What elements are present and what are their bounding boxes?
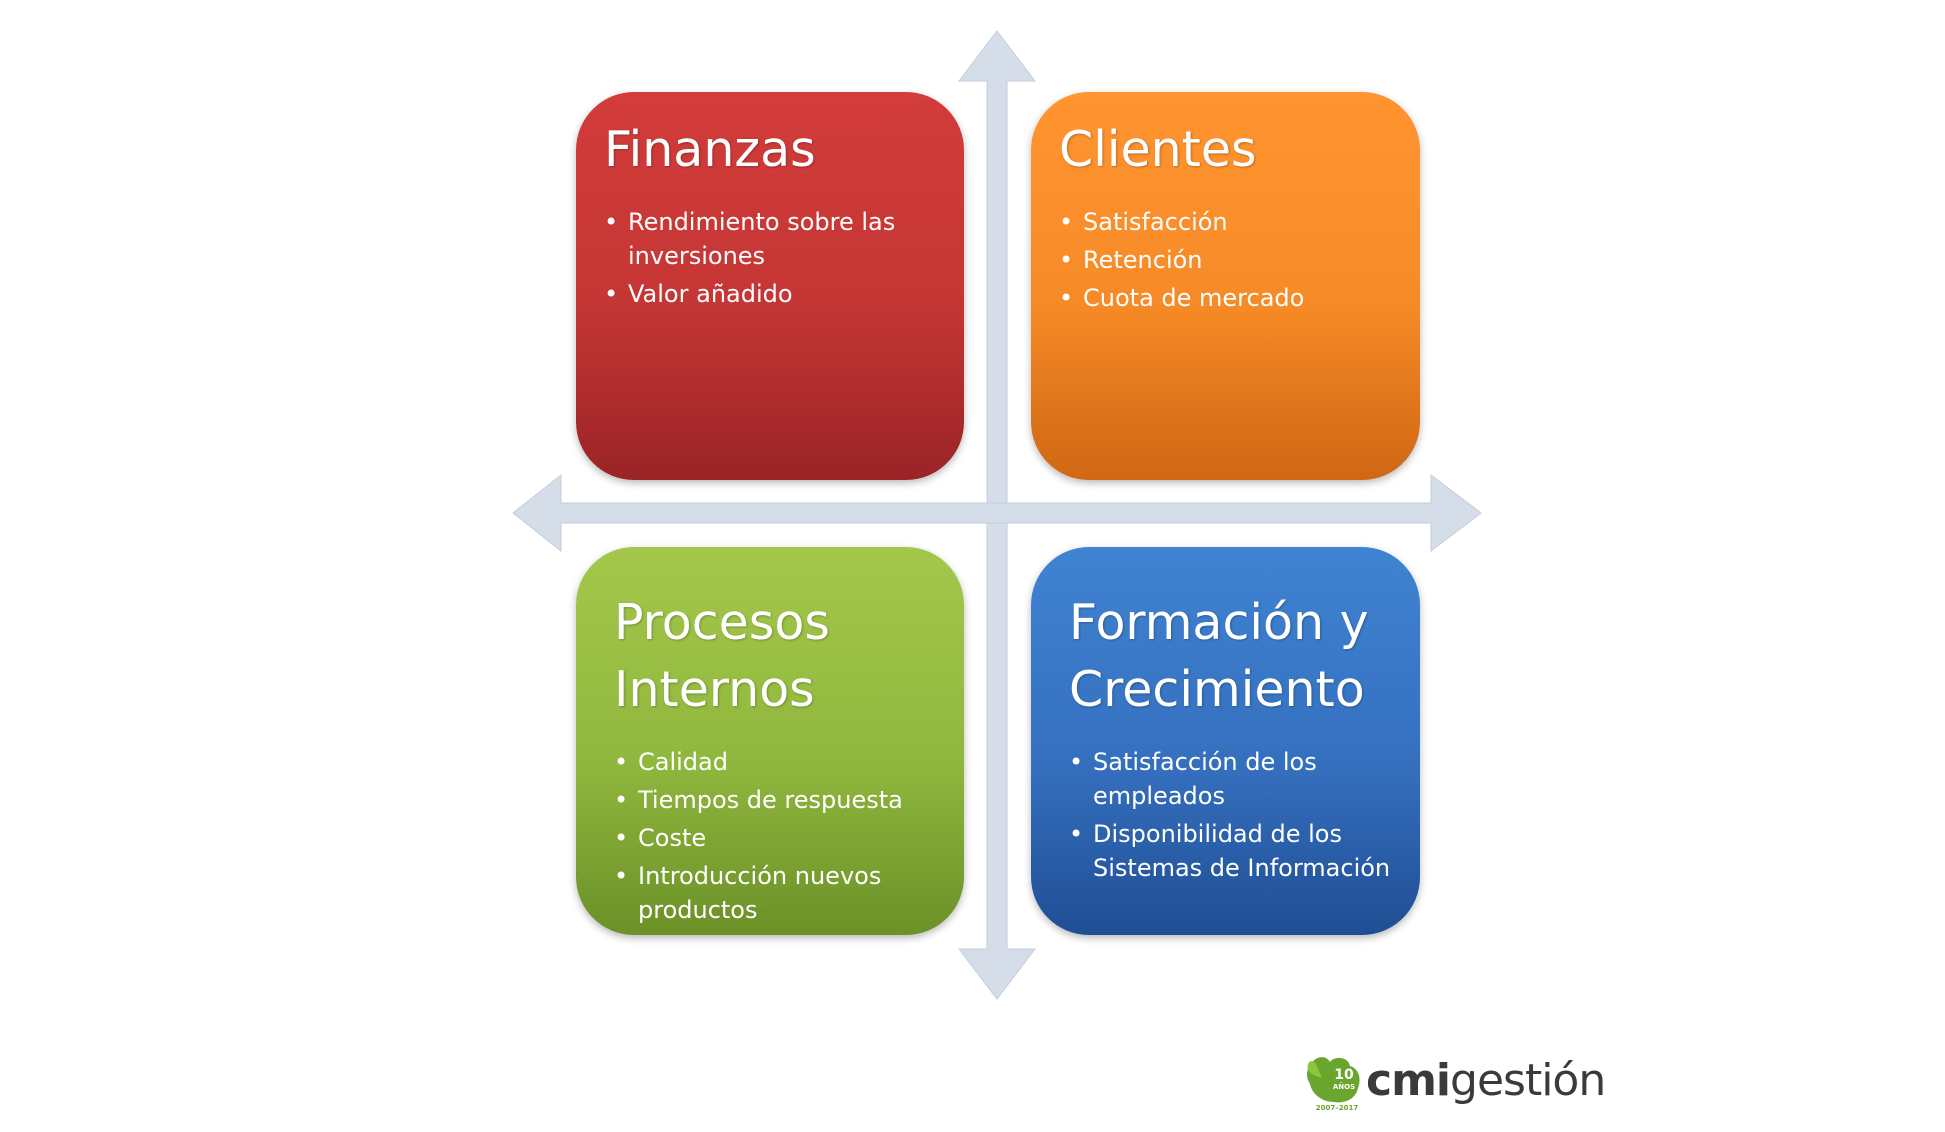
logo-wordmark: cmigestión <box>1366 1054 1606 1108</box>
list-item: Coste <box>614 821 948 855</box>
logo-brand-bold: cmi <box>1366 1055 1451 1106</box>
logo-hand-icon <box>1307 1057 1360 1103</box>
logo-anos: AÑOS <box>1332 1083 1356 1091</box>
quadrant-items: Satisfacción de los empleadosDisponibili… <box>1031 723 1420 885</box>
quadrant-title-line: Finanzas <box>604 121 816 178</box>
quadrant-title-line: Clientes <box>1059 121 1257 178</box>
quadrant-title-line: Formación y <box>1069 594 1369 651</box>
quadrant-items: CalidadTiempos de respuestaCosteIntroduc… <box>576 723 964 927</box>
quadrant-title-line: Procesos <box>614 594 830 651</box>
list-item: Satisfacción de los empleados <box>1069 745 1404 813</box>
logo-brand-light: gestión <box>1450 1055 1606 1106</box>
quadrant-formacion-crecimiento: Formación y Crecimiento Satisfacción de l… <box>1031 547 1420 935</box>
list-item: Cuota de mercado <box>1059 281 1404 315</box>
quadrant-title: Clientes <box>1031 92 1420 183</box>
logo-years: 10 <box>1334 1067 1354 1083</box>
list-item: Retención <box>1059 243 1404 277</box>
list-item: Disponibilidad de los Sistemas de Inform… <box>1069 817 1404 885</box>
quadrant-title: Formación y Crecimiento <box>1031 547 1420 723</box>
quadrant-clientes: Clientes SatisfacciónRetenciónCuota de m… <box>1031 92 1420 480</box>
quadrant-title-line: Crecimiento <box>1069 661 1365 718</box>
quadrant-items: Rendimiento sobre las inversionesValor a… <box>576 183 964 311</box>
list-item: Satisfacción <box>1059 205 1404 239</box>
list-item: Tiempos de respuesta <box>614 783 948 817</box>
list-item: Rendimiento sobre las inversiones <box>604 205 948 273</box>
quadrant-finanzas: Finanzas Rendimiento sobre las inversion… <box>576 92 964 480</box>
quadrant-items: SatisfacciónRetenciónCuota de mercado <box>1031 183 1420 315</box>
quadrant-title: Finanzas <box>576 92 964 183</box>
quadrant-title-line: Internos <box>614 661 815 718</box>
list-item: Valor añadido <box>604 277 948 311</box>
list-item: Calidad <box>614 745 948 779</box>
cmigestion-logo: 10 AÑOS 2007–2017 cmigestión <box>1304 1052 1606 1114</box>
horizontal-axis-arrow <box>512 473 1482 553</box>
logo-period: 2007–2017 <box>1315 1104 1359 1112</box>
list-item: Introducción nuevos productos <box>614 859 948 927</box>
